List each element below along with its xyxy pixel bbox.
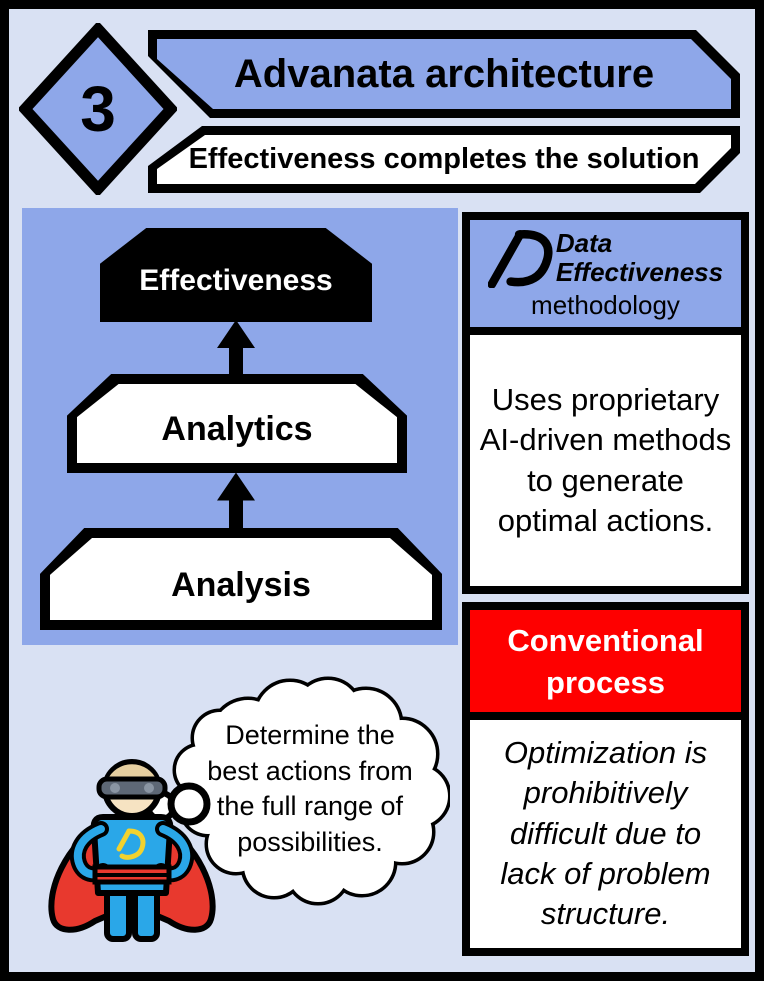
thought-cloud-icon bbox=[172, 676, 450, 906]
brand-name: Data Effectiveness bbox=[556, 229, 723, 286]
belt bbox=[92, 864, 172, 885]
brand-word-effectiveness: Effectiveness bbox=[555, 257, 724, 287]
title-banner: Advanata architecture bbox=[148, 30, 740, 118]
ad-logo-icon bbox=[487, 230, 553, 288]
pyramid-level-label: Effectiveness bbox=[139, 264, 333, 297]
subtitle-banner-fill: Effectiveness completes the solution bbox=[157, 135, 731, 184]
page-title: Advanata architecture bbox=[233, 51, 655, 96]
diamond-shape-icon bbox=[19, 23, 177, 195]
conventional-card-header: Conventional process bbox=[470, 610, 741, 720]
pyramid-level-analytics: Analytics bbox=[67, 374, 407, 473]
pyramid-level-analysis: Analysis bbox=[40, 528, 442, 630]
conventional-card: Conventional process Optimization is pro… bbox=[462, 602, 749, 956]
step-number: 3 bbox=[80, 73, 116, 145]
methodology-card-body: Uses proprietary AI-driven methods to ge… bbox=[479, 381, 732, 538]
brand-row: Data Effectiveness bbox=[474, 228, 737, 288]
up-arrow-icon bbox=[217, 472, 255, 529]
methodology-card-header: Data Effectiveness methodology bbox=[470, 220, 741, 335]
goggles-icon bbox=[96, 776, 168, 800]
step-diamond-badge: 3 bbox=[19, 23, 177, 195]
up-arrow-icon bbox=[217, 320, 255, 376]
chest-logo bbox=[116, 828, 146, 860]
superhero-icon bbox=[48, 759, 216, 942]
thought-bubble: Determine the best actions from the full… bbox=[170, 672, 450, 934]
thought-bubble-text: Determine the best actions from the full… bbox=[207, 720, 413, 857]
legs bbox=[104, 888, 160, 942]
pyramid-level-analytics-fill: Analytics bbox=[77, 384, 397, 463]
pyramid-panel: Effectiveness Analytics Analysis bbox=[22, 208, 458, 645]
brand-sub-label: methodology bbox=[531, 290, 680, 320]
pyramid-level-effectiveness: Effectiveness bbox=[100, 228, 372, 322]
conventional-card-body: Optimization is prohibitively difficult … bbox=[500, 735, 711, 932]
pyramid-level-label: Analysis bbox=[171, 565, 311, 604]
subtitle-banner: Effectiveness completes the solution bbox=[148, 126, 740, 193]
methodology-card: Data Effectiveness methodology Uses prop… bbox=[462, 212, 749, 594]
page-subtitle: Effectiveness completes the solution bbox=[188, 143, 700, 175]
brand-word-data: Data bbox=[555, 228, 613, 259]
pyramid-level-analysis-fill: Analysis bbox=[50, 538, 432, 620]
pyramid-level-label: Analytics bbox=[161, 410, 313, 448]
title-banner-fill: Advanata architecture bbox=[157, 39, 731, 109]
